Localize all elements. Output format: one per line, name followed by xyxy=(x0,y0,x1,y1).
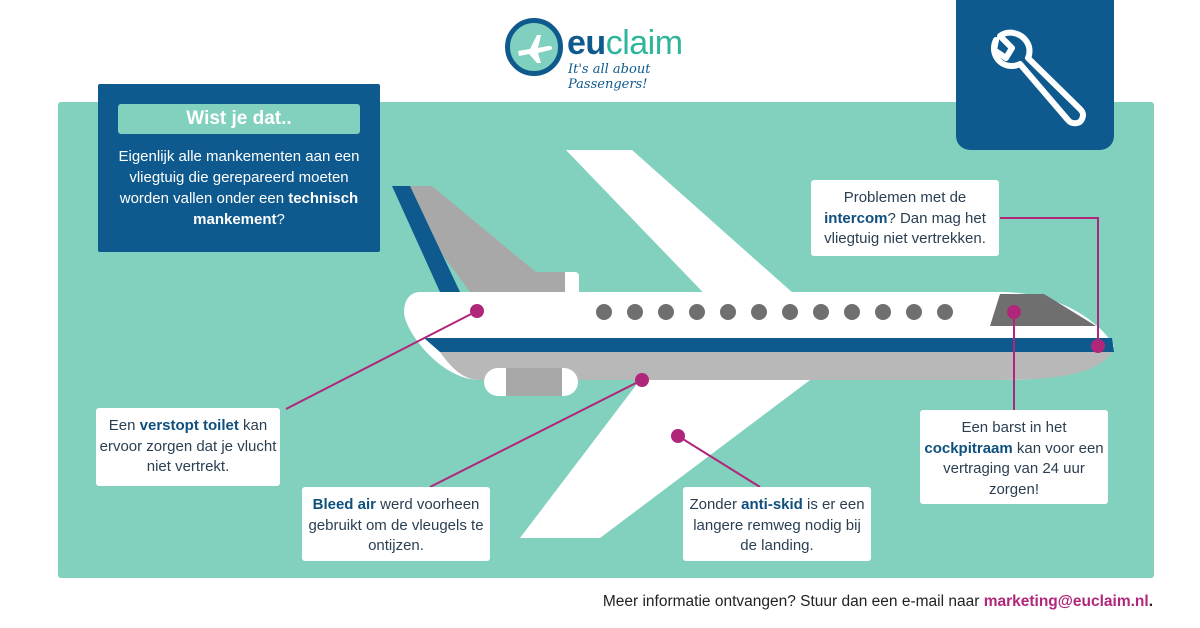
wrench-icon xyxy=(991,29,1087,127)
lower-wing xyxy=(520,380,810,538)
did-you-know-box: Wist je dat.. Eigenlijk alle mankementen… xyxy=(98,84,380,252)
callout-bleed-air: Bleed air werd voorheen gebruikt om de v… xyxy=(302,487,490,561)
did-you-know-title: Wist je dat.. xyxy=(118,104,360,134)
euclaim-logo: euclaim It's all about Passengers! xyxy=(505,18,705,92)
upper-wing xyxy=(566,150,812,310)
logo-circle xyxy=(505,18,563,76)
logo-wordmark: euclaim xyxy=(567,24,683,62)
cockpit-window xyxy=(990,294,1096,326)
callout-toilet: Een verstopt toilet kan ervoor zorgen da… xyxy=(96,408,280,486)
callout-intercom: Problemen met de intercom? Dan mag het v… xyxy=(811,180,999,256)
tail-fin xyxy=(392,186,560,292)
callout-cockpit-window: Een barst in het cockpitraam kan voor ee… xyxy=(920,410,1108,504)
airplane-icon xyxy=(518,35,553,63)
did-you-know-text: Eigenlijk alle mankementen aan een vlieg… xyxy=(118,148,360,228)
footer-text: Meer informatie ontvangen? Stuur dan een… xyxy=(602,593,984,610)
fuselage-stripe xyxy=(424,338,1114,352)
footer-contact: Meer informatie ontvangen? Stuur dan een… xyxy=(602,593,1153,610)
logo-tagline: It's all about Passengers! xyxy=(568,62,651,92)
tail-stripe xyxy=(392,186,460,292)
hotspot-dots xyxy=(470,304,1105,443)
email-link[interactable]: marketing@euclaim.nl xyxy=(983,593,1149,610)
wrench-badge xyxy=(956,0,1114,150)
cabin-windows xyxy=(596,304,953,320)
fuselage-belly xyxy=(440,352,1112,380)
leader-lines xyxy=(285,217,1099,488)
callout-anti-skid: Zonder anti-skid is er een langere remwe… xyxy=(683,487,871,561)
